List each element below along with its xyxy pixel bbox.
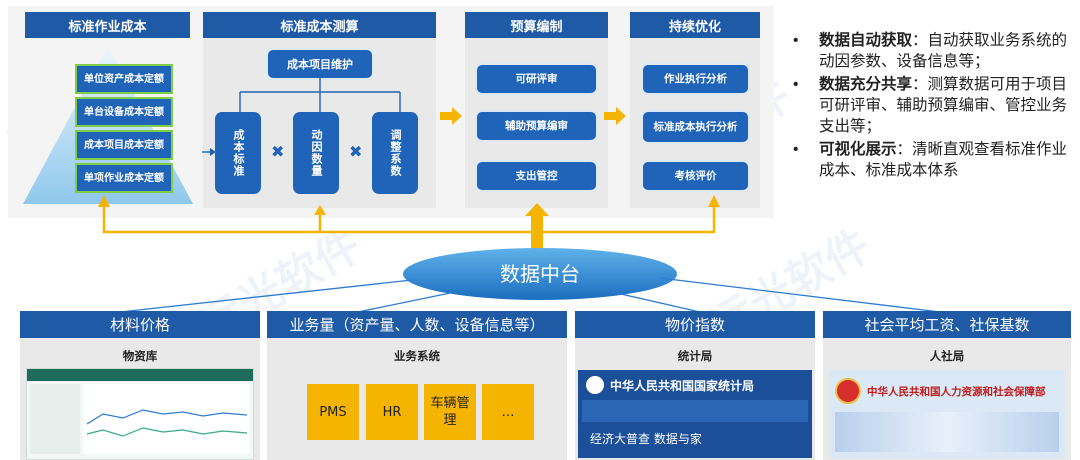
header-optimize: 持续优化 [630, 12, 760, 38]
hr-ministry-banner: 中华人民共和国人力资源和社会保障部 [829, 370, 1065, 458]
header-cost-calc: 标准成本测算 [203, 12, 436, 38]
system-box: HR [366, 384, 418, 440]
pyramid-item: 成本项目成本定额 [75, 130, 173, 160]
feature-text: ：测算数据可用于项目可研评审、辅助预算编审、管控业务支出等； [819, 76, 1068, 135]
stats-bureau-footer: 经济大普查 数据与家 [590, 432, 702, 446]
budget-item: 辅助预算编审 [477, 112, 596, 140]
source-subtitle: 物资库 [122, 349, 158, 363]
multiply-icon: ✖ [349, 142, 363, 161]
source-title: 物价指数 [575, 311, 815, 338]
feature-item: • 数据充分共享：测算数据可用于项目可研评审、辅助预算编审、管控业务支出等； [793, 74, 1075, 137]
stats-logo-icon [586, 376, 604, 394]
stats-bureau-banner: 中华人民共和国国家统计局 经济大普查 数据与家 [578, 370, 812, 458]
system-box: PMS [307, 384, 359, 440]
source-subtitle: 统计局 [677, 349, 713, 363]
system-box: 车辆管理 [424, 384, 476, 440]
bullet-icon: • [793, 32, 799, 49]
arrow-right-icon [604, 107, 626, 125]
feature-text: ：自动获取业务系统的动因参数、设备信息等； [819, 32, 1068, 70]
feature-list: • 数据自动获取：自动获取业务系统的动因参数、设备信息等； • 数据充分共享：测… [793, 30, 1075, 183]
feature-title: 数据自动获取 [819, 32, 913, 49]
budget-item: 可研评审 [477, 65, 596, 93]
system-box: … [482, 384, 534, 440]
source-subtitle: 业务系统 [394, 349, 440, 363]
pyramid-item: 单位资产成本定额 [75, 64, 173, 94]
feature-item: • 数据自动获取：自动获取业务系统的动因参数、设备信息等； [793, 30, 1075, 72]
calc-box-adjust: 调整系数 [372, 112, 418, 194]
source-title: 业务量（资产量、人数、设备信息等） [267, 311, 567, 338]
feature-item: • 可视化展示：清晰直观查看标准作业成本、标准成本体系 [793, 139, 1075, 181]
budget-item: 支出管控 [477, 162, 596, 190]
feature-title: 数据充分共享 [819, 76, 913, 93]
optimize-item: 标准成本执行分析 [643, 112, 748, 142]
source-subtitle: 人社局 [929, 349, 965, 363]
source-connectors [119, 277, 941, 313]
pyramid-item: 单台设备成本定额 [75, 97, 173, 127]
cost-item-maintain: 成本项目维护 [268, 50, 372, 78]
header-budget: 预算编制 [465, 12, 608, 38]
materials-db-screenshot [26, 368, 254, 460]
optimize-item: 考核评价 [643, 162, 748, 190]
optimize-item: 作业执行分析 [643, 65, 748, 93]
feedback-arrows [98, 195, 720, 260]
source-title: 材料价格 [20, 311, 260, 338]
feature-title: 可视化展示 [819, 141, 897, 158]
arrow-right-icon [440, 107, 462, 125]
bullet-icon: • [793, 76, 799, 93]
stats-bureau-title: 中华人民共和国国家统计局 [610, 378, 755, 393]
header-standard-cost: 标准作业成本 [25, 12, 190, 38]
hr-ministry-title: 中华人民共和国人力资源和社会保障部 [867, 385, 1046, 398]
data-hub-label: 数据中台 [500, 264, 580, 286]
data-hub-shape [403, 248, 677, 300]
pyramid-item: 单项作业成本定额 [75, 163, 173, 193]
feature-text: ：清晰直观查看标准作业成本、标准成本体系 [819, 141, 1068, 179]
multiply-icon: ✖ [271, 142, 285, 161]
calc-connectors [202, 78, 401, 156]
calc-box-driver: 动因数量 [293, 112, 339, 194]
national-emblem-icon [835, 378, 861, 404]
calc-box-standard: 成本标准 [215, 112, 261, 194]
bullet-icon: • [793, 141, 799, 158]
source-title: 社会平均工资、社保基数 [823, 311, 1071, 338]
